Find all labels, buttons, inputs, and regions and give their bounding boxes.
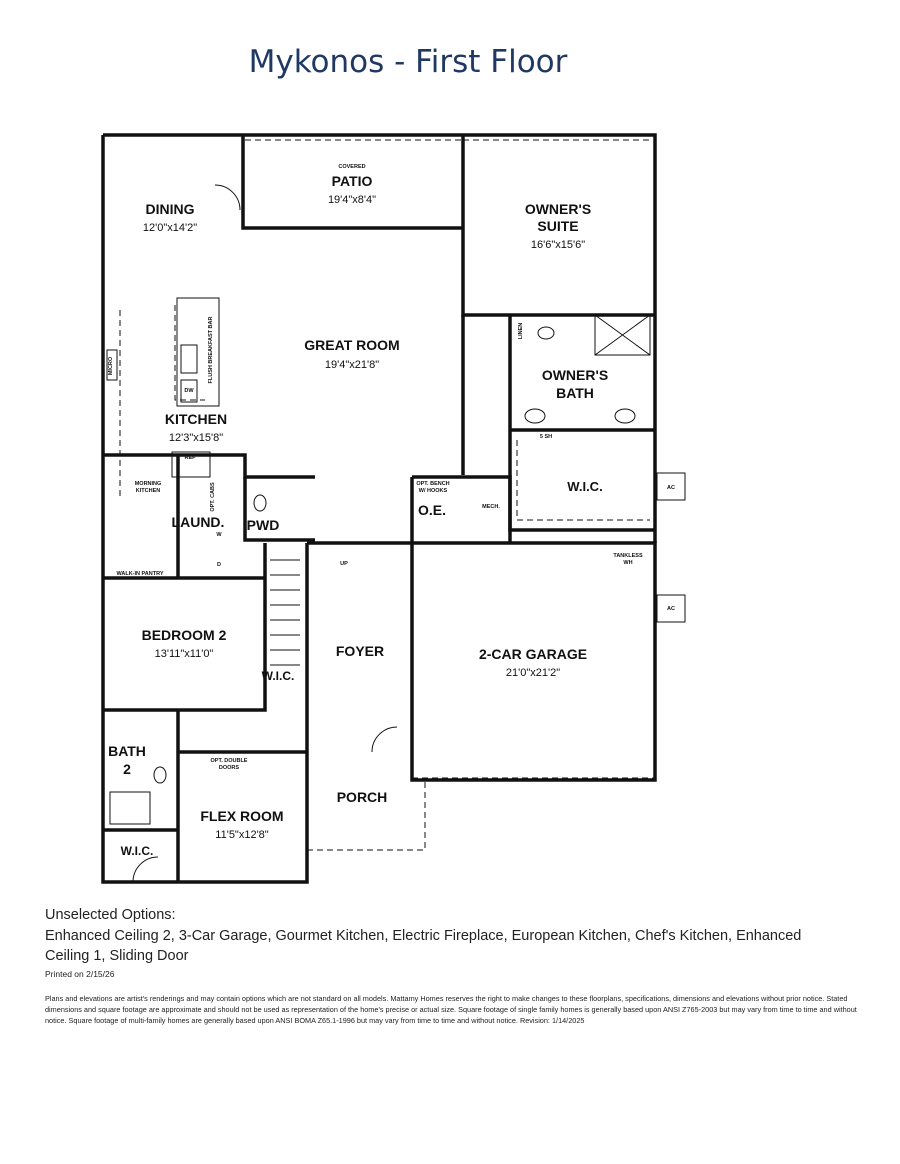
plan-path [241,135,463,230]
fixtures-morning1-label: MORNING [135,481,162,487]
page-title: Mykonos - First Floor [248,44,568,80]
plan-path [132,856,159,883]
room-labels: COVERED PATIO 19'4"x8'4" DINING 12'0"x14… [108,164,608,858]
plan-ellipse [524,408,546,424]
plan-path [174,305,205,401]
rooms-bedroom2-name-label: BEDROOM 2 [142,627,227,643]
rooms-wic_bed-name-label: W.I.C. [262,669,295,683]
plan-rect [180,379,198,403]
plan-rect [180,344,198,374]
rooms-garage-dim-label: 21'0"x21'2" [506,667,560,679]
plan-rect [109,791,151,825]
fixtures-up-label: UP [340,561,348,567]
fixtures-ref-label: REF [185,455,197,461]
plan-rect [106,349,118,381]
rooms-bath2-name2-label: 2 [123,761,131,777]
rooms-dining-name-label: DINING [146,201,195,217]
fixtures-dbl1-label: OPT. DOUBLE [211,758,248,764]
plan-path [243,477,315,542]
fixtures-dbl2-label: DOORS [219,765,240,771]
plan-ellipse [253,494,267,512]
rooms-bedroom2-dim-label: 13'11"x11'0" [155,648,214,660]
rooms-porch-name-label: PORCH [337,789,388,805]
fixtures-tankless1-label: TANKLESS [613,553,643,559]
disclaimer: Plans and elevations are artist's render… [45,994,857,1025]
rooms-great_room-name-label: GREAT ROOM [304,337,399,353]
fixtures-morning2-label: KITCHEN [136,488,160,494]
rooms-owners_suite-name2-label: SUITE [537,218,578,234]
rooms-owners_suite-name1-label: OWNER'S [525,201,591,217]
plan-path [214,184,241,211]
rooms-great_room-dim-label: 19'4"x21'8" [325,359,379,371]
plan-path [101,135,309,884]
plan-rect [594,314,651,356]
fixtures-ac1-label: AC [667,485,675,491]
fixtures-ssh-label: 5 SH [540,434,552,440]
fixtures-dw-label: DW [184,388,194,394]
plan-path [103,133,657,543]
fixtures-bench2-label: W/ HOOKS [419,488,448,494]
fixtures-tankless2-label: WH [623,560,632,566]
floor-plan: COVERED PATIO 19'4"x8'4" DINING 12'0"x14… [101,133,686,884]
plan-path [371,726,398,753]
rooms-kitchen-dim-label: 12'3"x15'8" [169,432,223,444]
rooms-laundry-name-label: LAUND. [172,514,225,530]
plan-path [270,559,300,666]
fixtures [106,184,686,883]
rooms-foyer-name-label: FOYER [336,643,384,659]
rooms-bath2-name1-label: BATH [108,743,146,759]
fixtures-mech-label: MECH. [482,504,500,510]
fixtures-pantry-label: WALK-IN PANTRY [116,571,163,577]
plan-ellipse [614,408,636,424]
rooms-patio-name-label: PATIO [332,173,373,189]
printed-date: Printed on 2/15/26 [45,969,115,979]
plan-path [103,453,315,479]
rooms-flex-dim-label: 11'5"x12'8" [215,829,268,841]
fixtures-bar-label: FLUSH BREAKFAST BAR [208,317,214,384]
rooms-wic_bath2-name-label: W.I.C. [121,844,154,858]
plan-path [410,477,657,782]
rooms-flex-name-label: FLEX ROOM [200,808,283,824]
fixtures-linen-label: LINEN [518,323,524,340]
plan-path [307,780,426,851]
fixtures-bench1-label: OPT. BENCH [416,481,449,487]
fixtures-w-label: W [216,532,222,538]
dashed-lines [119,139,655,851]
unselected-options-list: Enhanced Ceiling 2, 3-Car Garage, Gourme… [45,928,802,964]
ac-unit-2 [656,594,686,623]
rooms-patio-tag-label: COVERED [338,164,365,170]
ac-unit-1 [656,472,686,501]
plan-path [516,440,650,521]
fixtures-d-label: D [217,562,221,568]
fixtures-micro-label: MICRO [108,356,114,375]
plan-ellipse [153,766,167,784]
rooms-garage-name-label: 2-CAR GARAGE [479,646,587,662]
rooms-owners_bath-name1-label: OWNER'S [542,367,608,383]
rooms-owners_bath-name2-label: BATH [556,385,594,401]
walls [101,133,657,884]
rooms-kitchen-name-label: KITCHEN [165,411,227,427]
rooms-dining-dim-label: 12'0"x14'2" [143,222,197,234]
rooms-wic_owner-name-label: W.I.C. [567,479,602,494]
plan-path [103,543,267,712]
rooms-owners_entry-name-label: O.E. [418,502,446,518]
plan-rect [171,451,211,478]
fixtures-optcabs-label: OPT. CABS [210,482,216,512]
rooms-owners_suite-dim-label: 16'6"x15'6" [531,239,585,251]
rooms-patio-dim-label: 19'4"x8'4" [328,194,376,206]
rooms-powder-name-label: PWD [247,517,280,533]
plan-path [594,314,651,356]
plan-rect [176,297,220,407]
plan-path [508,315,655,532]
plan-ellipse [537,326,555,340]
fixture-labels: MICRO DW FLUSH BREAKFAST BAR REF MORNING… [108,317,675,771]
fixtures-ac2-label: AC [667,606,675,612]
unselected-options-heading: Unselected Options: [45,907,176,923]
